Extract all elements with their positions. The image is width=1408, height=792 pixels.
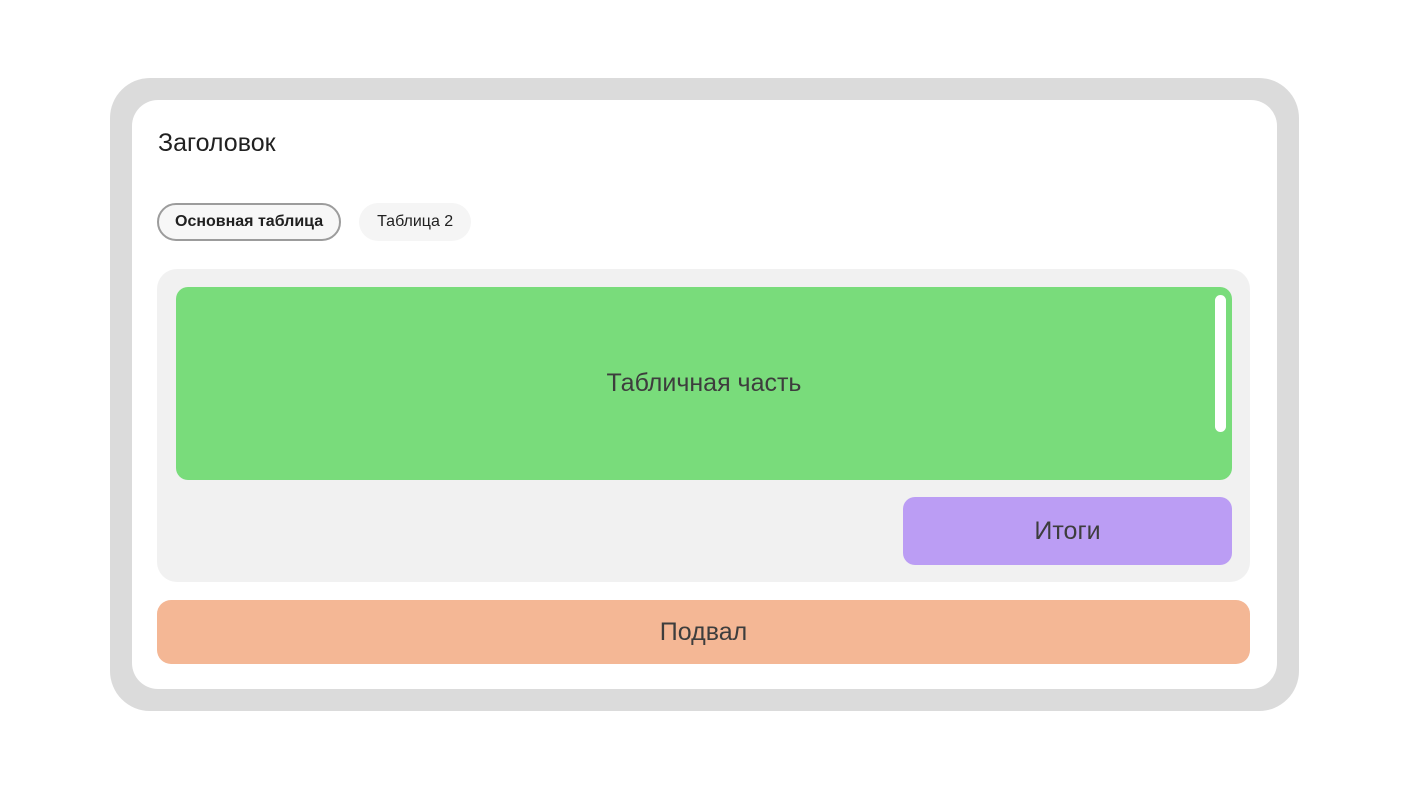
tab-main-table[interactable]: Основная таблица [157,203,342,241]
tabular-section-label: Табличная часть [606,369,802,397]
footer-label: Подвал [659,617,748,646]
footer-block: Подвал [157,600,1250,664]
totals-label: Итоги [1034,516,1101,545]
form-card: Заголовок Основная таблица Таблица 2 Таб… [132,100,1277,689]
totals-block: Итоги [903,497,1232,565]
scrollbar-thumb[interactable] [1215,295,1226,432]
device-frame: Заголовок Основная таблица Таблица 2 Таб… [110,78,1299,711]
tab-table-2[interactable]: Таблица 2 [359,203,472,241]
tabular-section: Табличная часть [176,287,1232,480]
table-panel: Табличная часть Итоги [157,269,1250,582]
tab-bar: Основная таблица Таблица 2 [157,203,472,241]
page-title: Заголовок [158,129,276,157]
